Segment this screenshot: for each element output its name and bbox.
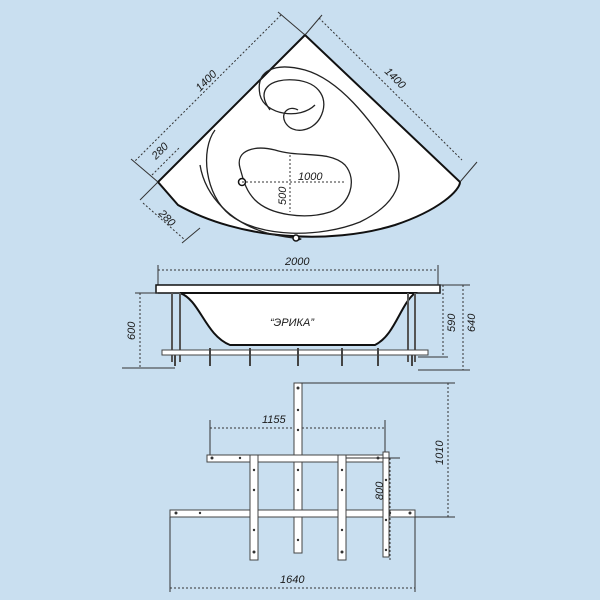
frame-view: 1155 xyxy=(169,382,455,592)
tub-rim-curve xyxy=(199,164,302,241)
height-total-label: 640 xyxy=(466,313,478,332)
side-a-label: 1400 xyxy=(194,68,220,94)
offset-a-dim xyxy=(151,146,181,176)
side-b-dim xyxy=(318,17,463,161)
height-left-label: 600 xyxy=(126,321,138,340)
tub-spiral xyxy=(263,79,325,131)
tub-seat xyxy=(238,147,352,217)
offset-b-label: 280 xyxy=(155,207,178,230)
top-view: 1000 500 1400 1400 280 280 xyxy=(130,11,478,244)
offset-b-dim xyxy=(142,202,186,241)
tub-bowl-side xyxy=(179,292,418,346)
overflow-icon xyxy=(292,234,300,242)
model-name-label: “ЭРИКА” xyxy=(270,317,315,329)
feet xyxy=(174,348,413,366)
side-view: 2000 “ЭРИКА” 600 590 xyxy=(122,256,478,371)
seat-depth-label: 500 xyxy=(277,186,289,205)
frame-holes xyxy=(174,386,412,554)
side-b-label: 1400 xyxy=(382,66,408,92)
outer-width-label: 1640 xyxy=(280,574,305,586)
height-inner-label: 590 xyxy=(446,313,458,332)
length-label: 2000 xyxy=(284,256,310,268)
side-frame-base xyxy=(161,349,429,356)
frame-height-label: 1010 xyxy=(434,440,446,465)
seat-width-label: 1000 xyxy=(298,171,323,183)
tub-rim xyxy=(155,284,441,294)
frame-depth-label: 800 xyxy=(374,481,386,500)
side-a-dim xyxy=(133,14,282,163)
inner-width-label: 1155 xyxy=(262,414,287,426)
tub-outline-top xyxy=(156,33,462,238)
